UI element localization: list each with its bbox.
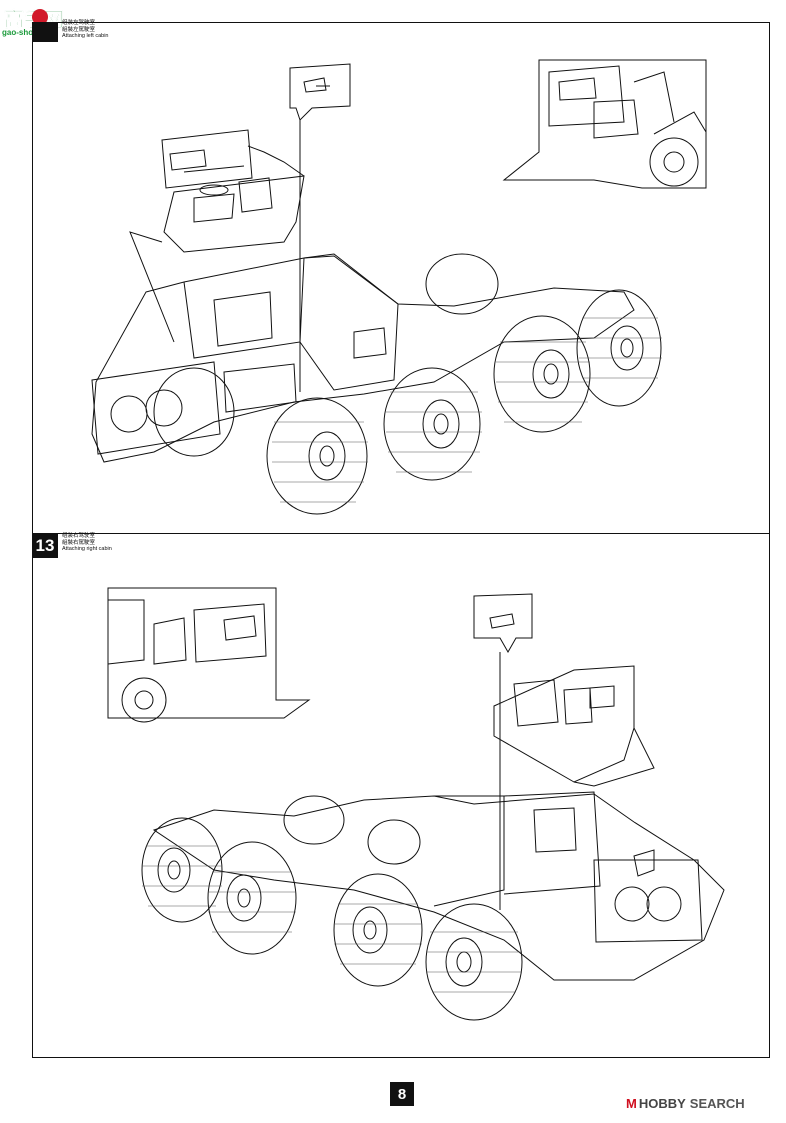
step-caption-left: 组装左驾驶室 組裝左駕駛室 Attaching left cabin [62,20,108,40]
tire-tread-pattern [142,845,522,993]
page-number: 8 [390,1082,414,1106]
detail-inset-bracket [289,63,351,392]
tire-tread-pattern [272,317,662,503]
caption-zh-traditional: 組裝右駕駛室 [62,539,96,546]
caption-zh-traditional: 組裝左駕駛室 [62,26,96,33]
caption-zh-simplified: 组装左驾驶室 [62,20,96,26]
caption-en: Attaching left cabin [62,33,109,39]
step-number-badge [32,22,58,42]
right-cabin-assembly-illustration [107,587,725,1021]
brand-logo: M HOBBY SEARCH [626,1096,745,1111]
rear-wheels [283,795,523,1021]
vehicle-chassis [152,791,725,981]
brand-name: HOBBY [638,1096,686,1111]
brand-suffix: SEARCH [689,1096,745,1111]
watermark-site: gao-shou.com [2,28,57,37]
cabin-interior-inset [502,59,707,189]
brand-mark: M [626,1096,637,1111]
step-number-badge: 13 [32,534,58,558]
caption-en: Attaching right cabin [62,546,112,552]
front-wheels [153,367,481,515]
watermark-ball-icon [32,9,48,25]
cabin-seat-assembly [493,665,655,787]
left-cabin-assembly-illustration [91,59,707,515]
step-panel-right-cabin [32,533,770,1058]
rear-wheels [425,253,662,433]
cabin-interior-inset [107,587,311,723]
front-wheels [141,817,297,955]
cabin-seat-assembly [129,129,305,343]
step-caption-right: 组装右驾驶室 組裝右駕駛室 Attaching right cabin [62,533,112,553]
caption-zh-simplified: 组装右驾驶室 [62,533,96,539]
detail-inset-bracket [473,593,533,910]
vehicle-chassis [91,253,635,463]
watermark-logo: 高手网 [2,4,82,40]
